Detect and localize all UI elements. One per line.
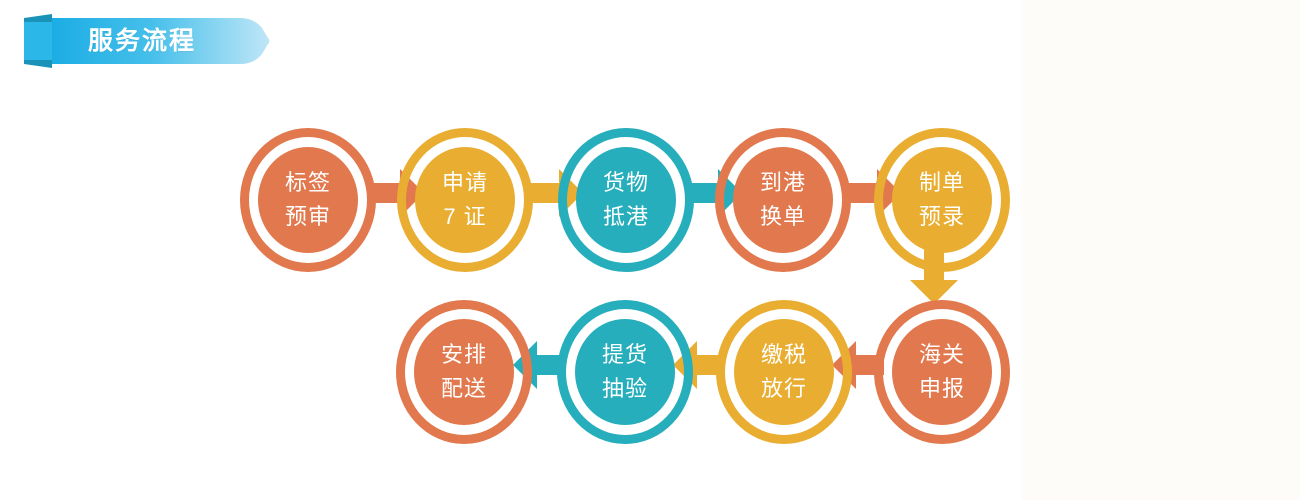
flow-node-disc (258, 147, 358, 253)
flow-node-arrange-deliver[interactable]: 安排配送 (396, 300, 532, 444)
banner-tail-face (24, 22, 54, 60)
arrow-doc-to-customs-icon (910, 248, 958, 304)
flow-node-disc (733, 147, 833, 253)
flow-node-pickup-inspect[interactable]: 提货抽验 (557, 300, 693, 444)
flow-node-tax-release[interactable]: 缴税放行 (716, 300, 852, 444)
flow-node-disc (575, 319, 675, 425)
flow-node-ring (715, 128, 851, 272)
flow-node-ring (716, 300, 852, 444)
flow-node-ring (557, 300, 693, 444)
flow-node-customs-declare[interactable]: 海关申报 (874, 300, 1010, 444)
flow-node-ring (240, 128, 376, 272)
flow-node-port-exchange[interactable]: 到港换单 (715, 128, 851, 272)
flow-node-disc (734, 319, 834, 425)
banner-body (52, 18, 270, 64)
flow-node-goods-arrival[interactable]: 货物抵港 (558, 128, 694, 272)
banner-title: 服务流程 (88, 27, 197, 55)
flow-node-disc (892, 319, 992, 425)
flow-node-doc-prefiling[interactable]: 制单预录 (874, 128, 1010, 272)
flow-node-disc (415, 147, 515, 253)
right-background-panel (1022, 0, 1300, 500)
flow-node-disc (576, 147, 676, 253)
flow-node-ring (558, 128, 694, 272)
flow-node-ring (396, 300, 532, 444)
flow-node-ring (874, 300, 1010, 444)
flow-node-disc (414, 319, 514, 425)
flow-node-disc (892, 147, 992, 253)
flow-node-label-preview[interactable]: 标签预审 (240, 128, 376, 272)
flow-node-ring (874, 128, 1010, 272)
section-banner: 服务流程 (22, 12, 272, 70)
flow-node-ring (397, 128, 533, 272)
